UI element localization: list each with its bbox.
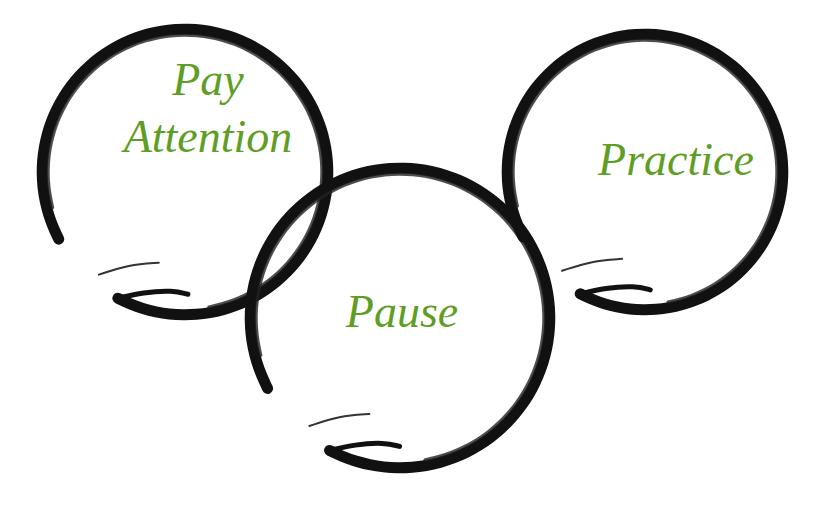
enso-circle-node: Pay Attention <box>35 22 335 322</box>
node-label: Practice <box>598 131 754 189</box>
node-label: Pause <box>346 283 458 341</box>
brush-tail <box>562 259 622 271</box>
brush-texture <box>513 40 777 302</box>
brush-texture <box>256 174 544 460</box>
brush-stroke <box>507 34 783 310</box>
brush-tail <box>580 287 650 294</box>
brush-tail <box>118 291 188 298</box>
brush-tail <box>99 263 159 275</box>
enso-circle-node: Practice <box>500 27 790 317</box>
brush-tail <box>330 443 400 450</box>
node-label: Pay Attention <box>101 51 316 166</box>
brush-stroke <box>42 29 328 315</box>
brush-texture <box>48 35 322 307</box>
brush-stroke <box>250 168 550 468</box>
brush-tail <box>309 414 369 426</box>
